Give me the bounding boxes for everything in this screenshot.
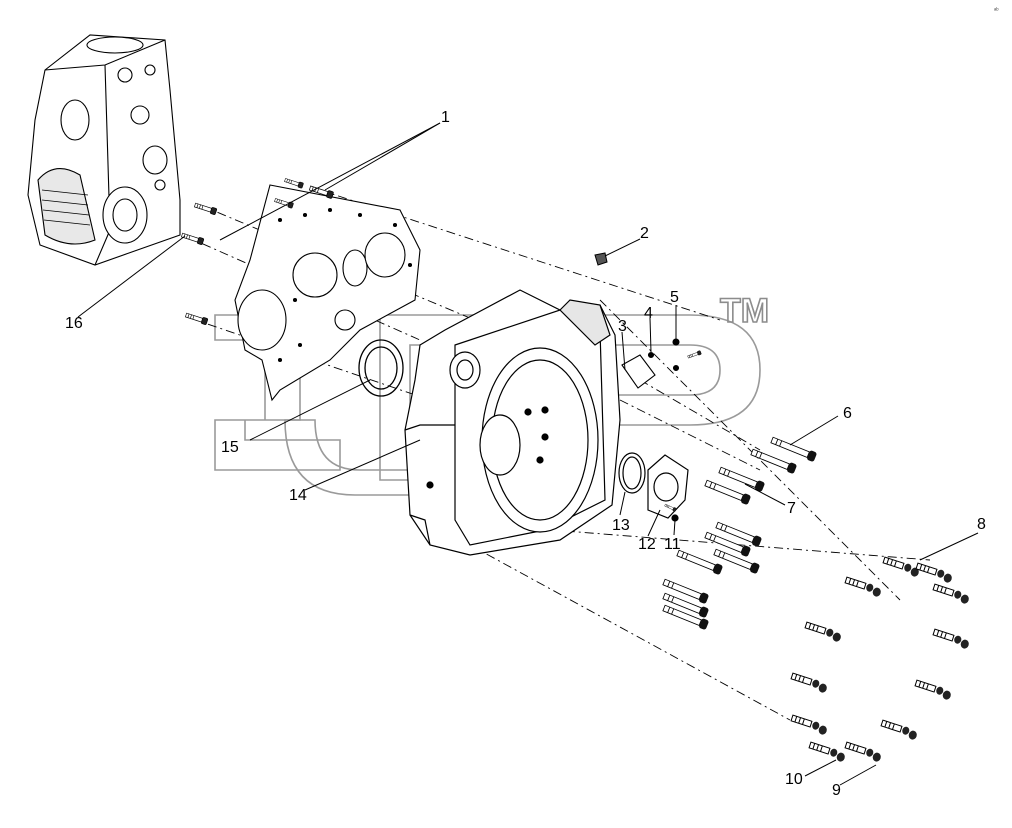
plug: [594, 252, 608, 266]
callout-9: 9: [832, 782, 841, 799]
callout-16: 16: [65, 315, 83, 332]
long-bolts: [661, 434, 818, 631]
callout-2: 2: [640, 225, 649, 242]
o-ring-and-cover: [618, 452, 689, 522]
cover-plate: [621, 338, 702, 389]
callout-1: 1: [441, 109, 450, 126]
callout-13: 13: [612, 517, 630, 534]
corner-mark: ᵃᵇ: [994, 7, 999, 14]
callout-4: 4: [644, 305, 653, 322]
engine-block: [27, 34, 181, 266]
callout-12: 12: [638, 536, 656, 553]
callout-6: 6: [843, 405, 852, 422]
leader-lines: [77, 122, 979, 786]
callout-5: 5: [670, 289, 679, 306]
seal-ring: [358, 339, 404, 397]
callout-labels: 1 2 3 4 5 6 7 8 9 10 11 12 13 14 15 16: [65, 109, 986, 799]
callout-8: 8: [977, 516, 986, 533]
callout-7: 7: [787, 500, 796, 517]
gasket-plate: [234, 184, 421, 402]
callout-15: 15: [221, 439, 239, 456]
studs-and-nuts: [789, 555, 971, 764]
watermark-tm: TM: [720, 292, 769, 330]
flywheel-housing: [404, 289, 621, 556]
callout-3: 3: [618, 318, 627, 335]
callout-11: 11: [664, 536, 681, 553]
callout-10: 10: [785, 771, 803, 788]
callout-14: 14: [289, 487, 307, 504]
